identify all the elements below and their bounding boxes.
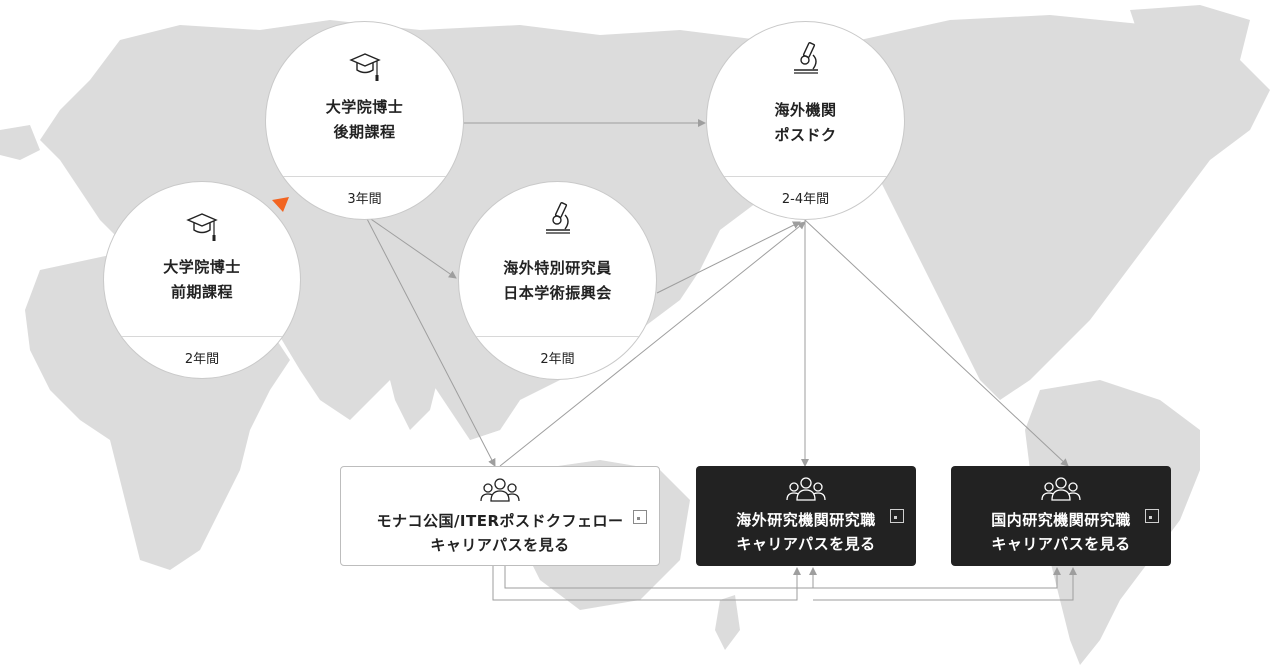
card-label: 海外研究機関研究職 キャリアパスを見る	[696, 508, 916, 556]
node-overseas-postdoc: 海外機関 ポスドク 2-4年間	[706, 21, 905, 220]
divider	[707, 176, 904, 177]
group-icon	[480, 478, 520, 502]
node-title: 大学院博士 前期課程	[104, 255, 300, 305]
graduation-cap-icon	[348, 53, 381, 81]
arrow-jsps-to-postdoc	[656, 221, 801, 294]
card-label: モナコ公国/ITERポスドクフェロー キャリアパスを見る	[341, 509, 659, 557]
external-link-icon	[1145, 509, 1159, 523]
node-title: 海外特別研究員 日本学術振興会	[459, 256, 656, 306]
card-label-line-1: モナコ公国/ITERポスドクフェロー	[376, 512, 624, 530]
card-label-line-2: キャリアパスを見る	[430, 536, 570, 554]
node-duration: 2-4年間	[781, 192, 830, 207]
node-title-line-1: 大学院博士	[325, 98, 404, 116]
node-title: 大学院博士 後期課程	[266, 95, 463, 145]
node-master-course: 大学院博士 前期課程 2年間	[103, 181, 301, 379]
group-icon	[786, 477, 826, 501]
node-title-line-2: 日本学術振興会	[503, 284, 612, 302]
bracket-iter-to-overseas	[492, 566, 801, 601]
divider	[459, 336, 656, 337]
card-label-line-2: キャリアパスを見る	[736, 535, 876, 553]
microscope-icon	[545, 202, 570, 234]
node-title-line-1: 海外特別研究員	[503, 259, 612, 277]
node-title-line-2: 前期課程	[170, 283, 233, 301]
bracket-inner-iter-overseas	[504, 566, 814, 589]
bracket-overseas-to-domestic	[813, 567, 1077, 601]
graduation-cap-icon	[186, 213, 218, 241]
external-link-icon	[633, 510, 647, 524]
node-duration: 3年間	[347, 192, 382, 207]
card-label: 国内研究機関研究職 キャリアパスを見る	[951, 508, 1171, 556]
arrow-doctor-to-jsps	[364, 214, 457, 279]
node-title-line-1: 大学院博士	[163, 258, 241, 276]
career-card-domestic[interactable]: 国内研究機関研究職 キャリアパスを見る	[951, 466, 1171, 566]
card-label-line-1: 海外研究機関研究職	[736, 511, 876, 529]
card-label-line-1: 国内研究機関研究職	[991, 511, 1131, 529]
node-duration: 2年間	[184, 352, 220, 367]
microscope-icon	[793, 42, 818, 74]
node-jsps-fellow: 海外特別研究員 日本学術振興会 2年間	[458, 181, 657, 380]
group-icon	[1041, 477, 1081, 501]
career-card-overseas[interactable]: 海外研究機関研究職 キャリアパスを見る	[696, 466, 916, 566]
career-card-iter[interactable]: モナコ公国/ITERポスドクフェロー キャリアパスを見る	[340, 466, 660, 566]
node-title-line-2: ポスドク	[774, 126, 837, 144]
external-link-icon	[890, 509, 904, 523]
node-title: 海外機関 ポスドク	[707, 98, 904, 148]
divider	[266, 176, 463, 177]
arrow-iter-to-postdoc	[499, 221, 806, 467]
card-label-line-2: キャリアパスを見る	[991, 535, 1131, 553]
divider	[104, 336, 300, 337]
node-title-line-2: 後期課程	[333, 123, 396, 141]
node-doctoral-course: 大学院博士 後期課程 3年間	[265, 21, 464, 220]
node-title-line-1: 海外機関	[774, 101, 837, 119]
bracket-inner-overseas-domestic	[813, 567, 1061, 589]
arrow-postdoc-to-domestic	[804, 219, 1069, 467]
arrow-doctor-to-iter	[364, 214, 496, 467]
node-duration: 2年間	[540, 352, 575, 367]
accent-marker-icon	[272, 197, 289, 212]
